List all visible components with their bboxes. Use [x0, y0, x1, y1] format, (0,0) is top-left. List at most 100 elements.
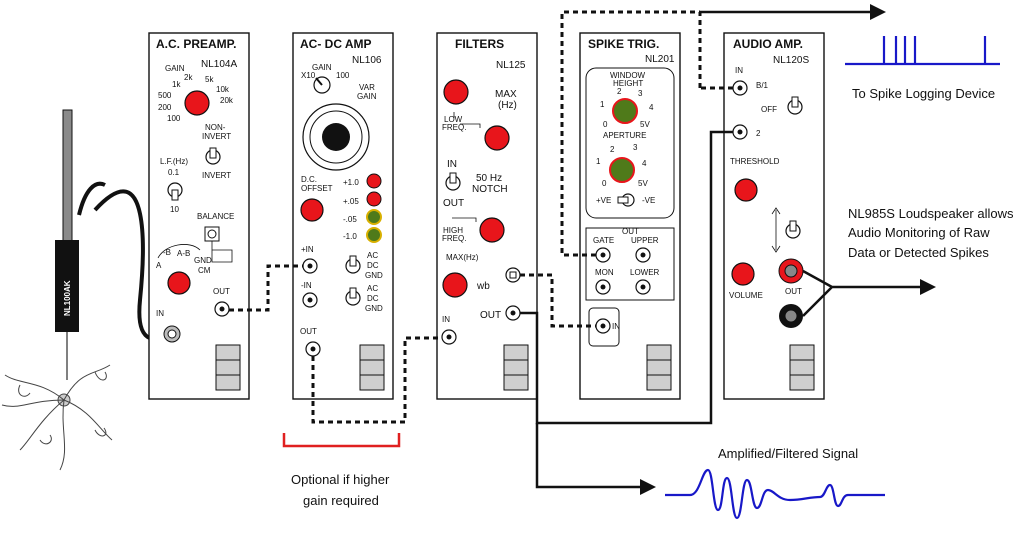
minus-in-jack[interactable]: [302, 292, 318, 308]
plus-in-jack[interactable]: [302, 258, 318, 274]
threshold-knob[interactable]: [734, 178, 758, 202]
optional-bracket: [282, 433, 401, 448]
svg-text:NON-: NON-: [205, 123, 226, 132]
svg-text:100: 100: [336, 71, 350, 80]
svg-text:GND: GND: [194, 256, 212, 265]
volume-knob[interactable]: [731, 262, 755, 286]
svg-text:OUT: OUT: [443, 198, 464, 209]
mode-toggle[interactable]: [785, 220, 801, 239]
svg-text:wb: wb: [476, 281, 490, 292]
svg-text:LOW: LOW: [444, 115, 463, 124]
loudspeaker-note-line2: Audio Monitoring of Raw: [848, 225, 990, 240]
high-freq-max-knob[interactable]: [442, 272, 468, 298]
svg-text:GAIN: GAIN: [165, 64, 185, 73]
svg-text:-IN: -IN: [301, 281, 312, 290]
svg-text:+IN: +IN: [301, 245, 314, 254]
svg-text:AC: AC: [367, 251, 378, 260]
svg-text:IN: IN: [735, 66, 743, 75]
preamp-in-connector[interactable]: [163, 325, 181, 343]
acdc-out-jack[interactable]: [305, 341, 321, 357]
balance-screw[interactable]: [204, 226, 220, 242]
svg-text:2: 2: [610, 145, 615, 154]
high-freq-knob[interactable]: [479, 217, 505, 243]
upper-out-jack[interactable]: [635, 247, 651, 263]
svg-text:MAX(Hz): MAX(Hz): [446, 253, 479, 262]
svg-text:LOWER: LOWER: [630, 268, 660, 277]
plus-in-coupling-toggle[interactable]: [345, 255, 361, 274]
module-model: NL106: [352, 55, 382, 66]
dc-offset-knob[interactable]: [300, 198, 324, 222]
gain-switch[interactable]: [313, 76, 331, 94]
led-minus-05: [366, 209, 382, 225]
svg-text:AC: AC: [367, 284, 378, 293]
invert-toggle[interactable]: [205, 147, 221, 165]
svg-text:GND: GND: [365, 271, 383, 280]
notch-toggle[interactable]: [445, 172, 461, 191]
low-freq-knob[interactable]: [484, 125, 510, 151]
filters-in-jack[interactable]: [441, 329, 457, 345]
module-model: NL104A: [201, 59, 237, 70]
minus-in-coupling-toggle[interactable]: [345, 287, 361, 306]
audio-power-toggle[interactable]: [787, 96, 803, 115]
svg-text:5k: 5k: [205, 75, 214, 84]
svg-text:(Hz): (Hz): [498, 100, 517, 111]
low-freq-max-knob[interactable]: [443, 79, 469, 105]
svg-text:BALANCE: BALANCE: [197, 212, 234, 221]
audio-in-jack-b1[interactable]: [732, 80, 748, 96]
audio-in-jack-2[interactable]: [732, 124, 748, 140]
svg-text:50 Hz: 50 Hz: [476, 173, 502, 184]
svg-text:4: 4: [649, 103, 654, 112]
svg-text:X10: X10: [301, 71, 316, 80]
svg-text:500: 500: [158, 91, 172, 100]
filters-out-jack[interactable]: [505, 305, 521, 321]
cables: [229, 4, 936, 495]
module-model: NL125: [496, 60, 526, 71]
gain-knob[interactable]: [184, 90, 210, 116]
svg-text:OUT: OUT: [300, 327, 317, 336]
window-height-knob[interactable]: [612, 98, 638, 124]
svg-text:OUT: OUT: [622, 227, 639, 236]
svg-text:UPPER: UPPER: [631, 236, 659, 245]
optional-note-line1: Optional if higher: [291, 472, 390, 487]
svg-text:OFFSET: OFFSET: [301, 184, 333, 193]
lower-out-jack[interactable]: [635, 279, 651, 295]
svg-text:VAR: VAR: [359, 83, 375, 92]
svg-text:HIGH: HIGH: [443, 226, 463, 235]
svg-text:5V: 5V: [640, 120, 650, 129]
svg-text:WINDOW: WINDOW: [610, 71, 646, 80]
speaker-out-red-jack[interactable]: [778, 258, 804, 284]
speaker-out-black-jack[interactable]: [779, 304, 803, 328]
polarity-toggle[interactable]: [617, 193, 635, 207]
svg-text:FREQ.: FREQ.: [442, 234, 466, 243]
input-mode-knob[interactable]: [167, 271, 191, 295]
svg-text:DC: DC: [367, 294, 379, 303]
module-audio-amp: AUDIO AMP. NL120S IN B/1 OFF 2 THRESHOLD…: [723, 32, 825, 400]
var-gain-dial[interactable]: [302, 103, 370, 171]
led-plus-1: [366, 173, 382, 189]
svg-text:-VE: -VE: [642, 196, 655, 205]
mon-out-jack[interactable]: [595, 279, 611, 295]
lf-toggle[interactable]: [167, 182, 183, 201]
wb-jack[interactable]: [505, 267, 521, 283]
module-title: FILTERS: [455, 37, 504, 51]
svg-text:3: 3: [633, 143, 638, 152]
spike-train-signal: [845, 36, 1000, 66]
module-model: NL201: [645, 54, 675, 65]
preamp-out-jack[interactable]: [214, 301, 230, 317]
module-ac-dc-amp: AC- DC AMP NL106 GAIN X10 100 VAR GAIN D…: [292, 32, 394, 400]
spike-trig-in-jack[interactable]: [595, 318, 611, 334]
svg-text:1: 1: [596, 157, 601, 166]
svg-text:2k: 2k: [184, 73, 193, 82]
gate-out-jack[interactable]: [595, 247, 611, 263]
amplified-filtered-waveform: [665, 468, 885, 520]
svg-text:HEIGHT: HEIGHT: [613, 79, 643, 88]
svg-text:0.1: 0.1: [168, 168, 180, 177]
svg-text:THRESHOLD: THRESHOLD: [730, 157, 780, 166]
svg-text:OFF: OFF: [761, 105, 777, 114]
module-title: SPIKE TRIG.: [588, 37, 659, 51]
module-spike-trig: SPIKE TRIG. NL201 WINDOW HEIGHT 2 3 1 4 …: [579, 32, 681, 400]
aperture-knob[interactable]: [609, 157, 635, 183]
module-title: AC- DC AMP: [300, 37, 372, 51]
svg-text:APERTURE: APERTURE: [603, 131, 646, 140]
